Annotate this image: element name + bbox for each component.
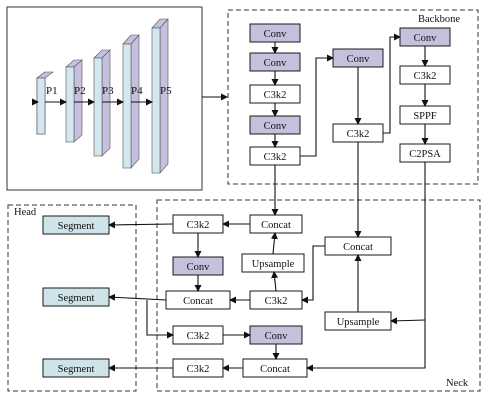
- backbone-conv-3: Conv: [249, 115, 301, 135]
- pyramid-level-p5: [151, 18, 169, 174]
- neck-concat-mid: Concat: [165, 290, 231, 310]
- backbone-c3k2-1: C3k2: [249, 84, 301, 104]
- svg-text:C3k2: C3k2: [347, 129, 370, 140]
- svg-text:Segment: Segment: [58, 293, 95, 304]
- backbone-c3k2-2: C3k2: [249, 146, 301, 166]
- neck-c3k2-top: C3k2: [172, 214, 224, 234]
- backbone-conv-5: Conv: [399, 27, 451, 47]
- svg-text:C3k2: C3k2: [187, 220, 210, 231]
- svg-text:Conv: Conv: [347, 54, 371, 65]
- svg-text:C3k2: C3k2: [414, 71, 437, 82]
- neck-c3k2-bottom: C3k2: [172, 358, 224, 378]
- head-segment-3: Segment: [42, 358, 110, 378]
- neck-concat-right: Concat: [324, 236, 392, 256]
- svg-text:Segment: Segment: [58, 364, 95, 375]
- backbone-c3k2-3: C3k2: [332, 123, 384, 143]
- pyramid: P1 P2 P3 P4 P5: [32, 18, 172, 174]
- svg-text:C3k2: C3k2: [264, 152, 287, 163]
- svg-text:C3k2: C3k2: [265, 296, 288, 307]
- svg-text:C3k2: C3k2: [187, 364, 210, 375]
- backbone-conv-2: Conv: [249, 52, 301, 72]
- svg-text:Conv: Conv: [264, 58, 288, 69]
- neck-concat-top: Concat: [249, 214, 303, 234]
- head-segment-2: Segment: [42, 287, 110, 307]
- svg-text:Upsample: Upsample: [252, 259, 295, 270]
- neck-concat-bottom: Concat: [242, 358, 308, 378]
- backbone-c2psa: C2PSA: [399, 143, 451, 163]
- pyramid-label-p5: P5: [160, 85, 172, 97]
- neck-conv-mid: Conv: [172, 256, 224, 276]
- svg-text:Concat: Concat: [183, 296, 213, 307]
- backbone-sppf: SPPF: [399, 105, 451, 125]
- pyramid-label-p2: P2: [74, 85, 86, 97]
- backbone-label: Backbone: [418, 14, 460, 25]
- head-segment-1: Segment: [42, 215, 110, 235]
- pyramid-label-p4: P4: [131, 85, 143, 97]
- svg-text:C2PSA: C2PSA: [409, 149, 441, 160]
- svg-text:Conv: Conv: [187, 262, 211, 273]
- svg-text:Concat: Concat: [343, 242, 373, 253]
- svg-text:C3k2: C3k2: [264, 90, 287, 101]
- neck-label: Neck: [446, 378, 469, 389]
- backbone-c3k2-4: C3k2: [399, 65, 451, 85]
- svg-text:Conv: Conv: [264, 29, 288, 40]
- backbone-region: [227, 9, 479, 185]
- pyramid-level-p1: [36, 71, 54, 135]
- svg-text:Upsample: Upsample: [337, 317, 380, 328]
- pyramid-label-p1: P1: [46, 85, 58, 97]
- backbone-conv-4: Conv: [332, 48, 384, 68]
- neck-conv-low: Conv: [249, 325, 303, 345]
- neck-region: [156, 199, 481, 392]
- backbone-conv-1: Conv: [249, 23, 301, 43]
- svg-text:Segment: Segment: [58, 221, 95, 232]
- head-label: Head: [14, 207, 37, 218]
- neck-c3k2-low: C3k2: [172, 325, 224, 345]
- svg-text:Concat: Concat: [260, 364, 290, 375]
- neck-upsample-mid: Upsample: [241, 253, 305, 273]
- svg-text:Conv: Conv: [265, 331, 289, 342]
- neck-c3k2-mid: C3k2: [249, 290, 303, 310]
- svg-text:Concat: Concat: [261, 220, 291, 231]
- pyramid-level-p2: [65, 59, 83, 143]
- pyramid-label-p3: P3: [102, 85, 114, 97]
- svg-text:C3k2: C3k2: [187, 331, 210, 342]
- svg-text:Conv: Conv: [264, 121, 288, 132]
- pyramid-level-p3: [93, 49, 111, 157]
- svg-text:SPPF: SPPF: [413, 111, 437, 122]
- neck-upsample-right: Upsample: [324, 311, 392, 331]
- svg-text:Conv: Conv: [414, 33, 438, 44]
